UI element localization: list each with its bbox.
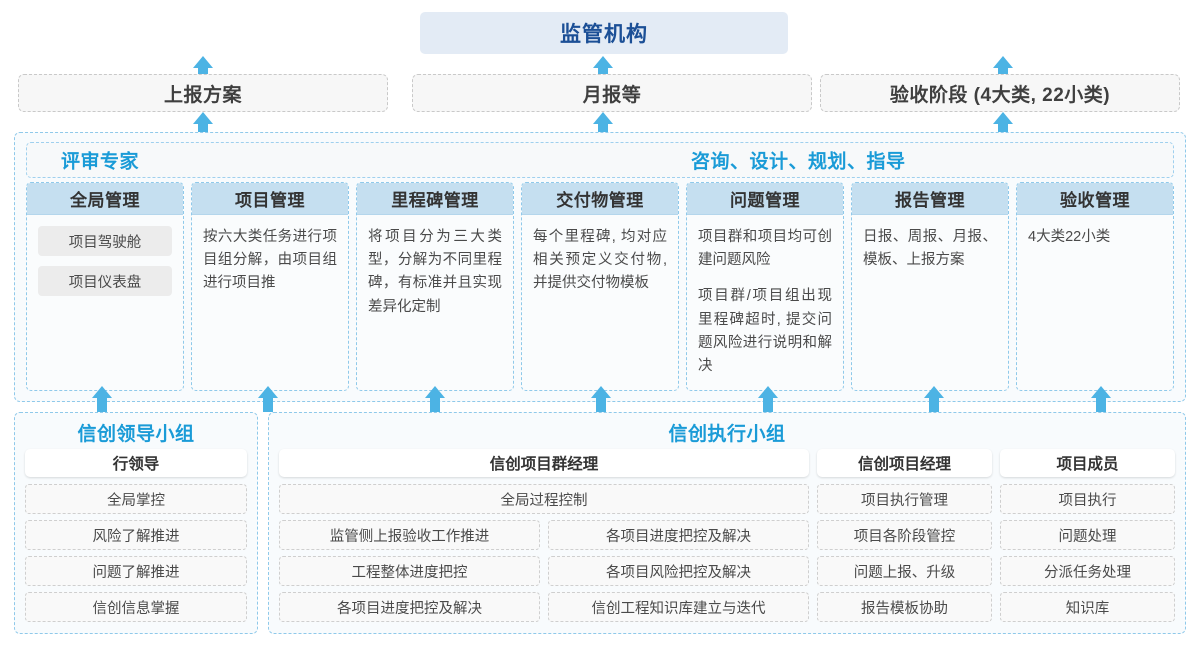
column-body: 日报、周报、月报、模板、上报方案	[852, 215, 1008, 390]
list-item[interactable]: 知识库	[1000, 592, 1175, 622]
channel-label: 上报方案	[163, 84, 242, 106]
arrow-up-icon	[757, 386, 779, 412]
program-manager-column: 信创项目群经理 全局过程控制 监管侧上报验收工作推进 工程整体进度把控 各项目进…	[279, 449, 809, 622]
list-item[interactable]: 问题上报、升级	[817, 556, 992, 586]
management-panel-header: 评审专家 咨询、设计、规划、指导	[26, 142, 1174, 178]
management-column-global[interactable]: 全局管理 项目驾驶舱 项目仪表盘	[26, 182, 184, 391]
column-text: 按六大类任务进行项目组分解，由项目组进行项目推	[203, 229, 337, 292]
channel-label: 验收阶段 (4大类, 22小类)	[889, 84, 1111, 106]
arrow-up-icon	[424, 386, 446, 412]
column-text: 4大类22小类	[1028, 229, 1111, 245]
project-manager-role-header[interactable]: 信创项目经理	[817, 449, 992, 477]
column-title: 里程碑管理	[357, 183, 513, 215]
management-column-milestone[interactable]: 里程碑管理 将项目分为三大类型，分解为不同里程碑，有标准并且实现差异化定制	[356, 182, 514, 391]
arrow-up-icon	[590, 386, 612, 412]
execution-group-title: 信创执行小组	[668, 424, 786, 445]
management-column-acceptance[interactable]: 验收管理 4大类22小类	[1016, 182, 1174, 391]
channel-box-report-plan: 上报方案	[18, 74, 388, 112]
project-member-role-header[interactable]: 项目成员	[1000, 449, 1175, 477]
regulator-box: 监管机构	[420, 12, 788, 54]
leadership-group-panel: 信创领导小组 行领导 全局掌控 风险了解推进 问题了解推进 信创信息掌握	[14, 412, 258, 634]
list-item[interactable]: 报告模板协助	[817, 592, 992, 622]
list-item[interactable]: 信创工程知识库建立与迭代	[548, 592, 809, 622]
list-item[interactable]: 问题了解推进	[25, 556, 247, 586]
column-title: 全局管理	[27, 183, 183, 215]
header-label-consulting: 咨询、设计、规划、指导	[691, 151, 906, 173]
arrow-up-icon	[1090, 386, 1112, 412]
list-item[interactable]: 项目各阶段管控	[817, 520, 992, 550]
execution-group-columns: 信创项目群经理 全局过程控制 监管侧上报验收工作推进 工程整体进度把控 各项目进…	[279, 449, 1175, 622]
column-pill[interactable]: 项目驾驶舱	[38, 226, 172, 256]
channel-box-acceptance-stage: 验收阶段 (4大类, 22小类)	[820, 74, 1180, 112]
column-text: 将项目分为三大类型，分解为不同里程碑，有标准并且实现差异化定制	[368, 229, 502, 315]
list-item[interactable]: 项目执行	[1000, 484, 1175, 514]
list-item[interactable]: 问题处理	[1000, 520, 1175, 550]
list-item[interactable]: 工程整体进度把控	[279, 556, 540, 586]
column-title: 验收管理	[1017, 183, 1173, 215]
list-item[interactable]: 监管侧上报验收工作推进	[279, 520, 540, 550]
management-column-issue[interactable]: 问题管理 项目群和项目均可创建问题风险 项目群/项目组出现里程碑超时, 提交问题…	[686, 182, 844, 391]
arrow-up-icon	[923, 386, 945, 412]
channel-box-monthly-report: 月报等	[412, 74, 812, 112]
project-member-column: 项目成员 项目执行 问题处理 分派任务处理 知识库	[1000, 449, 1175, 622]
column-text: 每个里程碑, 均对应相关预定义交付物, 并提供交付物模板	[533, 229, 667, 292]
leadership-role-header[interactable]: 行领导	[25, 449, 247, 477]
regulator-label: 监管机构	[560, 23, 648, 46]
management-column-report[interactable]: 报告管理 日报、周报、月报、模板、上报方案	[851, 182, 1009, 391]
column-title: 项目管理	[192, 183, 348, 215]
program-manager-subcolumns: 监管侧上报验收工作推进 工程整体进度把控 各项目进度把控及解决 各项目进度把控及…	[279, 520, 809, 622]
list-item[interactable]: 项目执行管理	[817, 484, 992, 514]
column-pill[interactable]: 项目仪表盘	[38, 266, 172, 296]
management-column-project[interactable]: 项目管理 按六大类任务进行项目组分解，由项目组进行项目推	[191, 182, 349, 391]
header-label-review-experts: 评审专家	[61, 151, 140, 173]
list-item[interactable]: 风险了解推进	[25, 520, 247, 550]
arrow-up-icon	[992, 112, 1014, 138]
list-item[interactable]: 分派任务处理	[1000, 556, 1175, 586]
list-item[interactable]: 各项目进度把控及解决	[548, 520, 809, 550]
column-text: 日报、周报、月报、模板、上报方案	[863, 229, 997, 269]
project-manager-column: 信创项目经理 项目执行管理 项目各阶段管控 问题上报、升级 报告模板协助	[817, 449, 992, 622]
column-title: 报告管理	[852, 183, 1008, 215]
column-body: 4大类22小类	[1017, 215, 1173, 390]
arrow-up-icon	[257, 386, 279, 412]
execution-group-panel: 信创执行小组 信创项目群经理 全局过程控制 监管侧上报验收工作推进 工程整体进度…	[268, 412, 1186, 634]
list-item[interactable]: 全局过程控制	[279, 484, 809, 514]
arrow-up-icon	[192, 112, 214, 138]
list-item[interactable]: 信创信息掌握	[25, 592, 247, 622]
program-manager-left-list: 监管侧上报验收工作推进 工程整体进度把控 各项目进度把控及解决	[279, 520, 540, 622]
column-body: 项目群和项目均可创建问题风险 项目群/项目组出现里程碑超时, 提交问题风险进行说…	[687, 215, 843, 390]
arrow-up-icon	[592, 112, 614, 138]
column-body: 每个里程碑, 均对应相关预定义交付物, 并提供交付物模板	[522, 215, 678, 390]
arrow-up-icon	[91, 386, 113, 412]
management-panel: 评审专家 咨询、设计、规划、指导 全局管理 项目驾驶舱 项目仪表盘 项目管理 按…	[14, 132, 1186, 402]
column-text: 项目群/项目组出现里程碑超时, 提交问题风险进行说明和解决	[698, 288, 832, 374]
column-body: 将项目分为三大类型，分解为不同里程碑，有标准并且实现差异化定制	[357, 215, 513, 390]
leadership-group-title: 信创领导小组	[77, 424, 195, 445]
channel-label: 月报等	[582, 84, 642, 106]
management-columns: 全局管理 项目驾驶舱 项目仪表盘 项目管理 按六大类任务进行项目组分解，由项目组…	[26, 182, 1174, 391]
column-title: 问题管理	[687, 183, 843, 215]
program-manager-role-header[interactable]: 信创项目群经理	[279, 449, 809, 477]
list-item[interactable]: 各项目风险把控及解决	[548, 556, 809, 586]
list-item[interactable]: 各项目进度把控及解决	[279, 592, 540, 622]
list-item[interactable]: 全局掌控	[25, 484, 247, 514]
column-body: 按六大类任务进行项目组分解，由项目组进行项目推	[192, 215, 348, 390]
program-manager-right-list: 各项目进度把控及解决 各项目风险把控及解决 信创工程知识库建立与迭代	[548, 520, 809, 622]
column-body: 项目驾驶舱 项目仪表盘	[27, 215, 183, 390]
column-title: 交付物管理	[522, 183, 678, 215]
management-column-deliverable[interactable]: 交付物管理 每个里程碑, 均对应相关预定义交付物, 并提供交付物模板	[521, 182, 679, 391]
column-text: 项目群和项目均可创建问题风险	[698, 229, 832, 269]
